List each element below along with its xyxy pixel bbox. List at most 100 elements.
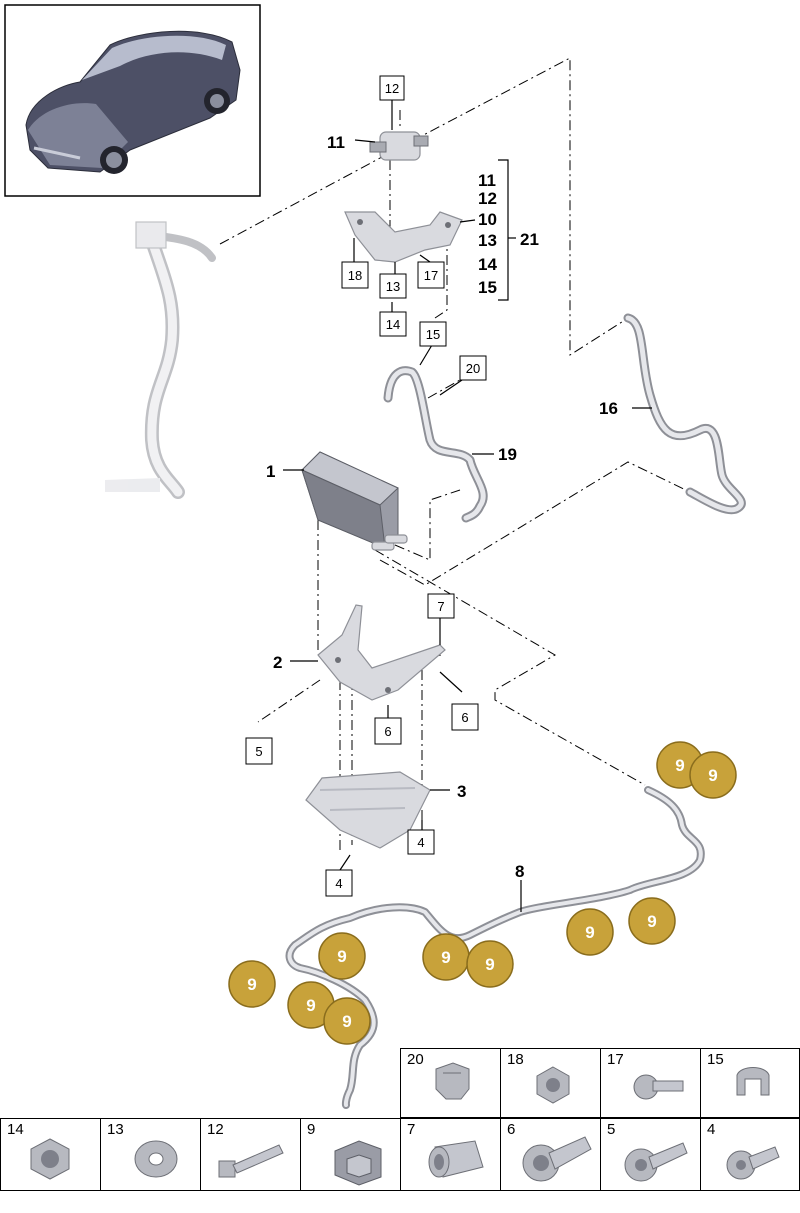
valve-assembly <box>344 131 463 263</box>
box-label-15: 15 <box>419 321 447 347</box>
thumb-17[interactable]: 17 <box>600 1048 701 1118</box>
svg-text:6: 6 <box>384 724 391 739</box>
svg-text:14: 14 <box>386 317 400 332</box>
svg-text:6: 6 <box>461 710 468 725</box>
badge-9: 9 <box>228 960 276 1008</box>
callout-1: 1 <box>266 462 275 481</box>
callout-12-list: 12 <box>478 189 497 208</box>
thumb-5[interactable]: 5 <box>600 1118 701 1191</box>
svg-text:9: 9 <box>675 756 684 775</box>
thumb-label: 4 <box>707 1121 716 1138</box>
heat-shield-3 <box>305 771 431 849</box>
thumb-label: 7 <box>407 1121 416 1138</box>
rivet-nut-icon <box>428 1140 484 1178</box>
thumb-label: 17 <box>607 1051 624 1068</box>
box-label-4-b: 4 <box>325 869 353 897</box>
badge-9: 9 <box>566 908 614 956</box>
callout-2: 2 <box>273 653 282 672</box>
thumb-6[interactable]: 6 <box>500 1118 601 1191</box>
thumb-20[interactable]: 20 <box>400 1048 501 1118</box>
box-label-17: 17 <box>417 261 445 289</box>
callout-14-list: 14 <box>478 255 497 274</box>
bolt-icon <box>624 1142 688 1182</box>
clip-icon <box>736 1067 770 1096</box>
leader-lines <box>283 100 652 912</box>
clip-icon <box>334 1140 382 1186</box>
badge-9: 9 <box>318 932 366 980</box>
line-8 <box>285 786 705 1109</box>
callout-13-list: 13 <box>478 231 497 250</box>
nut-icon <box>536 1066 570 1104</box>
badge-9: 9 <box>323 997 371 1045</box>
svg-text:13: 13 <box>386 279 400 294</box>
thumb-4[interactable]: 4 <box>700 1118 800 1191</box>
thumb-7[interactable]: 7 <box>400 1118 501 1191</box>
nut-icon <box>30 1138 70 1180</box>
callout-10-list: 10 <box>478 210 497 229</box>
vehicle-overview <box>4 4 261 197</box>
callout-11-valve: 11 <box>327 133 345 152</box>
callout-19: 19 <box>498 445 517 464</box>
thumb-18[interactable]: 18 <box>500 1048 601 1118</box>
filler-neck <box>105 221 216 499</box>
thumb-label: 9 <box>307 1121 316 1138</box>
bracket-2 <box>317 604 446 701</box>
callout-11-list: 11 <box>478 171 496 190</box>
callout-3: 3 <box>457 782 466 801</box>
bolt-icon <box>633 1074 684 1100</box>
box-label-12: 12 <box>379 75 405 101</box>
svg-text:9: 9 <box>708 766 717 785</box>
line-16 <box>623 313 746 515</box>
washer-icon <box>134 1140 178 1178</box>
badge-9: 9 <box>628 897 676 945</box>
badge-9: 9 <box>422 933 470 981</box>
svg-text:20: 20 <box>466 361 480 376</box>
box-label-14: 14 <box>379 311 407 337</box>
box-label-6-b: 6 <box>374 717 402 745</box>
svg-text:18: 18 <box>348 268 362 283</box>
svg-text:9: 9 <box>337 947 346 966</box>
thumb-label: 6 <box>507 1121 516 1138</box>
thumb-9[interactable]: 9 <box>300 1118 401 1191</box>
box-label-7: 7 <box>427 593 455 619</box>
thumb-label: 12 <box>207 1121 224 1138</box>
svg-text:9: 9 <box>441 948 450 967</box>
box-label-4-a: 4 <box>407 829 435 855</box>
svg-text:9: 9 <box>247 975 256 994</box>
thumb-label: 20 <box>407 1051 424 1068</box>
bolt-icon <box>522 1136 592 1182</box>
box-label-6-a: 6 <box>451 703 479 731</box>
badge-9: 9 <box>287 981 335 1029</box>
callout-21: 21 <box>520 230 539 249</box>
line-19 <box>383 366 488 523</box>
svg-text:17: 17 <box>424 268 438 283</box>
svg-text:4: 4 <box>335 876 342 891</box>
badge-9: 9 <box>689 751 737 799</box>
thumb-label: 14 <box>7 1121 24 1138</box>
thumb-15[interactable]: 15 <box>700 1048 800 1118</box>
boxed-labels: 12 18 17 13 14 15 20 7 6 6 5 4 4 <box>245 75 487 897</box>
box-label-13: 13 <box>379 273 407 299</box>
svg-text:4: 4 <box>417 835 424 850</box>
callout-16: 16 <box>599 399 618 418</box>
carbon-canister <box>301 451 408 551</box>
svg-text:5: 5 <box>255 744 262 759</box>
thumb-14[interactable]: 14 <box>0 1118 101 1191</box>
svg-text:9: 9 <box>306 996 315 1015</box>
thumb-label: 13 <box>107 1121 124 1138</box>
box-label-18: 18 <box>341 261 369 289</box>
clip-icon <box>435 1062 470 1100</box>
svg-text:15: 15 <box>426 327 440 342</box>
svg-text:9: 9 <box>485 955 494 974</box>
svg-text:9: 9 <box>647 912 656 931</box>
svg-text:9: 9 <box>342 1012 351 1031</box>
thumb-13[interactable]: 13 <box>100 1118 201 1191</box>
svg-text:12: 12 <box>385 81 399 96</box>
badge-9: 9 <box>466 940 514 988</box>
callout-labels: 11 11 12 10 13 14 15 21 16 19 1 2 3 8 <box>266 133 618 881</box>
box-label-5: 5 <box>245 737 273 765</box>
svg-text:9: 9 <box>585 923 594 942</box>
thumb-label: 18 <box>507 1051 524 1068</box>
thumb-12[interactable]: 12 <box>200 1118 301 1191</box>
